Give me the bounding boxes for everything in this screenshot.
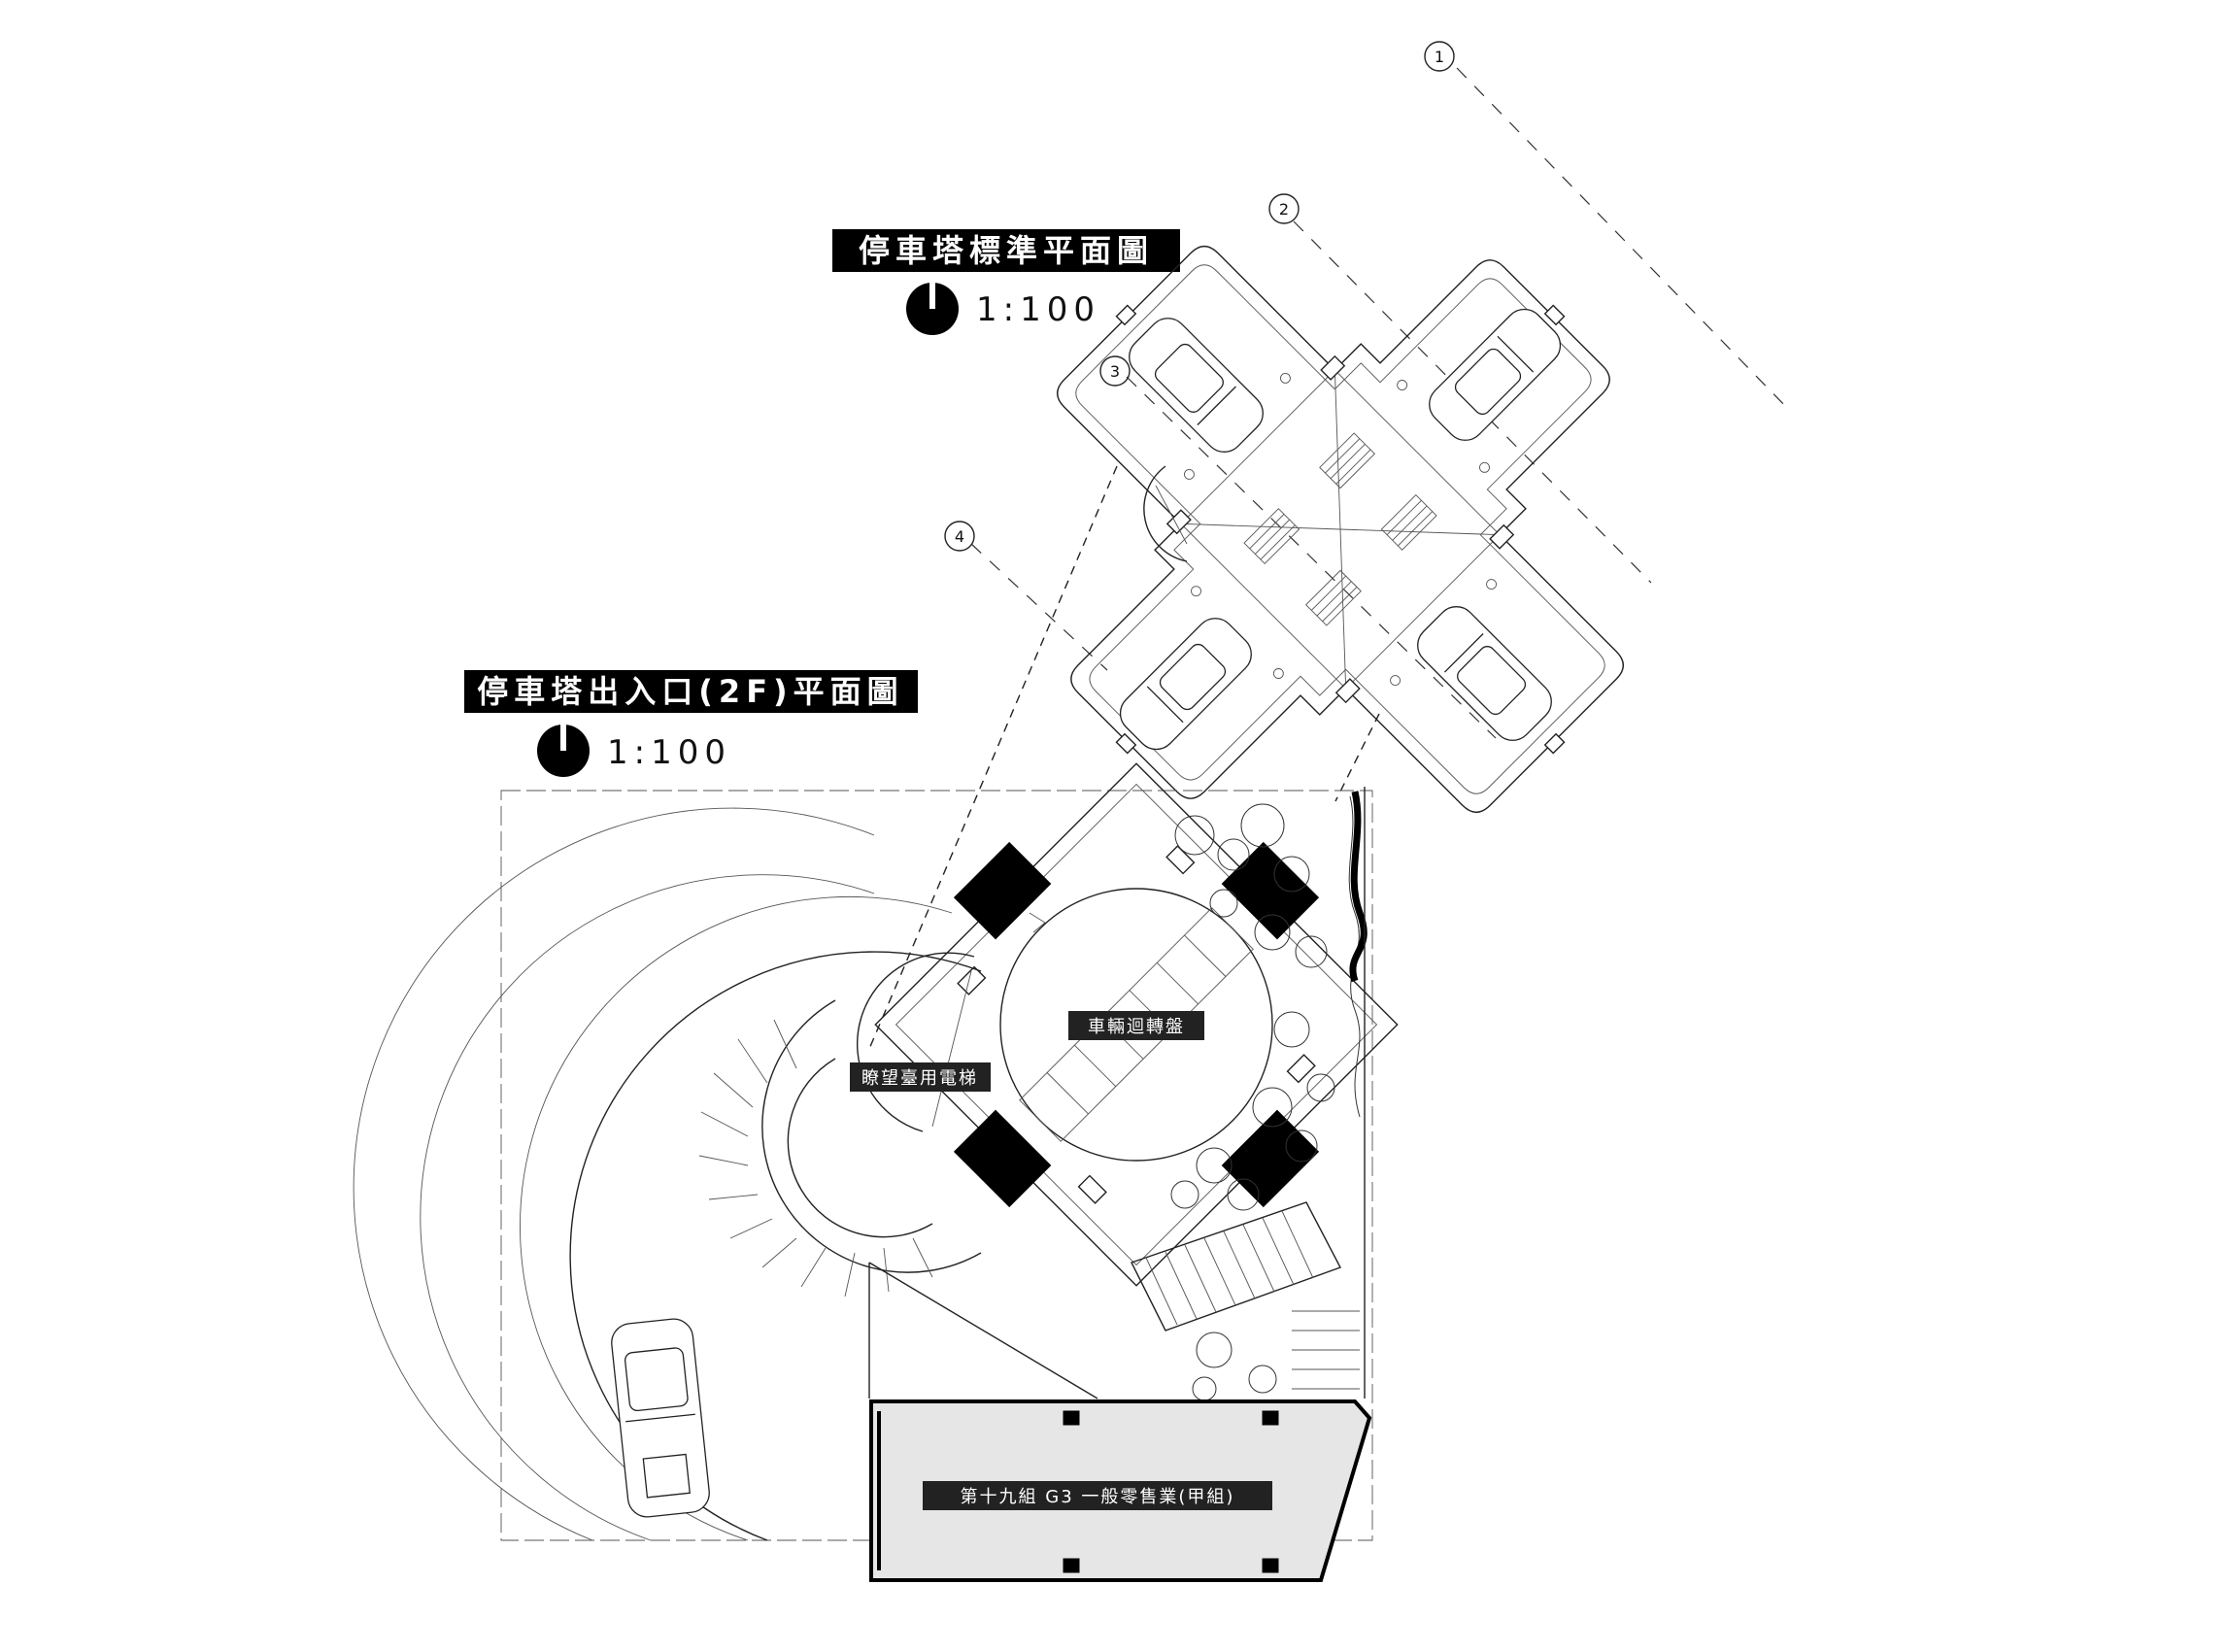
svg-text:車輛迴轉盤: 車輛迴轉盤 (1088, 1017, 1185, 1037)
car-icon (1119, 618, 1252, 751)
parking-tower-plan (1056, 245, 1625, 814)
label-elevator: 瞭望臺用電梯 (850, 1062, 991, 1092)
projection-lines (868, 465, 1380, 1050)
svg-text:2: 2 (1279, 200, 1289, 219)
title-tower-standard-plan: 停車塔標準平面圖 (859, 232, 1154, 269)
label-retail: 第十九組 G3 一般零售業(甲組) (923, 1481, 1272, 1510)
svg-text:1: 1 (1435, 48, 1444, 66)
entrance-plan: 車輛迴轉盤 瞭望臺用電梯 第十九組 G3 一般零售業(甲組) (353, 762, 1399, 1582)
svg-text:瞭望臺用電梯: 瞭望臺用電梯 (861, 1068, 978, 1089)
car-icon (1429, 308, 1562, 441)
svg-text:第十九組 G3 一般零售業(甲組): 第十九組 G3 一般零售業(甲組) (961, 1487, 1235, 1507)
label-turntable: 車輛迴轉盤 (1068, 1011, 1204, 1040)
spiral-stair (698, 999, 982, 1298)
grid-bubble-2: 2 (1268, 193, 1300, 224)
car-icon (1417, 606, 1552, 741)
grid-bubble-3: 3 (1099, 355, 1131, 387)
grid-axes: 1 2 3 4 (944, 41, 1788, 739)
lower-stair (1131, 1201, 1360, 1390)
grid-bubble-1: 1 (1424, 41, 1455, 72)
title-block-tower-standard: 停車塔標準平面圖 1:100 (832, 229, 1180, 335)
car-icon (611, 1318, 710, 1518)
svg-text:3: 3 (1110, 362, 1120, 381)
car-icon (1129, 318, 1264, 453)
title-block-tower-entrance: 停車塔出入口(2F)平面圖 1:100 (464, 670, 918, 777)
scale-tower-standard-plan: 1:100 (976, 290, 1100, 329)
scale-tower-entrance-plan: 1:100 (607, 733, 731, 772)
svg-text:4: 4 (955, 527, 964, 546)
grid-bubble-4: 4 (944, 521, 975, 552)
title-tower-entrance-plan: 停車塔出入口(2F)平面圖 (477, 673, 903, 710)
